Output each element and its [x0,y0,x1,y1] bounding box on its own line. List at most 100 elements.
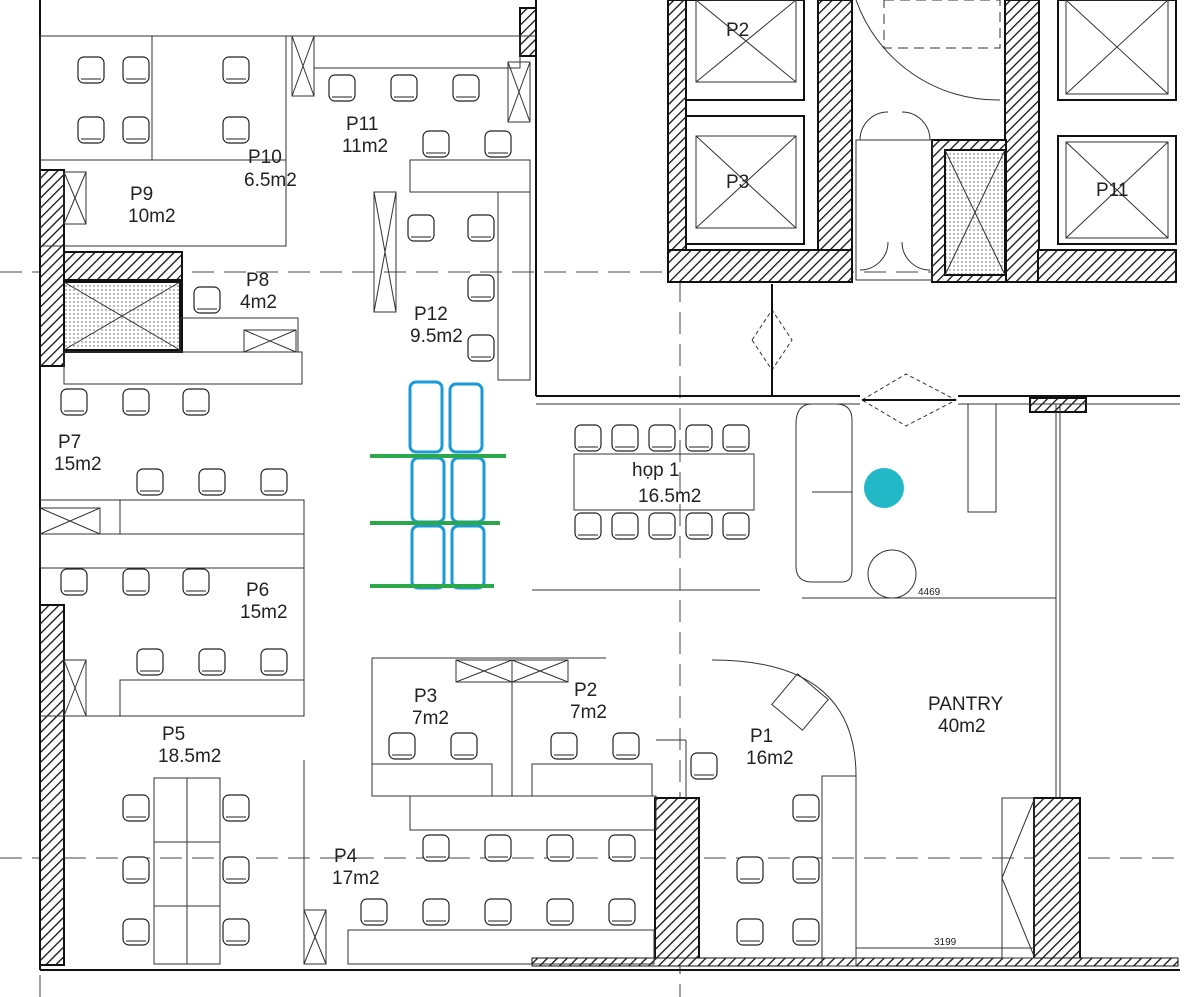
chair [690,752,718,780]
chair [222,794,250,822]
room-labels: P11 11m2 P10 6.5m2 P9 10m2 P8 4m2 P12 9.… [54,114,1004,889]
chair [122,568,150,596]
room-area-p11: 11m2 [342,136,388,157]
chair [77,56,105,84]
room-name-hop1: họp 1 [632,460,680,481]
chair [136,648,164,676]
chair [222,918,250,946]
meeting-furniture [532,403,1056,949]
chair [546,898,574,926]
room-area-p4: 17m2 [332,868,380,889]
chair [222,56,250,84]
chair [422,130,450,158]
cyan-marker [864,468,904,508]
chair [122,56,150,84]
chair [193,286,221,314]
room-name-p7: P7 [58,432,81,453]
chair [122,116,150,144]
chair [60,388,88,416]
room-name-p10: P10 [248,147,282,168]
chair [608,898,636,926]
chair [390,74,418,102]
room-area-p8: 4m2 [240,292,277,313]
chair [608,834,636,862]
room-area-pantry: 40m2 [938,716,986,737]
chair [611,512,639,540]
room-name-p6: P6 [246,580,269,601]
room-name-p8: P8 [246,270,269,291]
elevator-shafts: P2 P3 P11 [685,0,1177,245]
chair [122,388,150,416]
chair [467,274,495,302]
chair [648,424,676,452]
room-area-p3: 7m2 [412,708,449,729]
room-area-p1: 16m2 [746,748,794,769]
chair [467,334,495,362]
chairs [60,56,820,946]
chair [222,856,250,884]
chair [484,130,512,158]
chair [574,512,602,540]
room-name-p1: P1 [750,726,773,747]
chair [198,648,226,676]
highlighted-desks [370,380,506,590]
chair [736,918,764,946]
dimension-3199: 3199 [934,937,957,948]
chair [260,468,288,496]
chair [792,794,820,822]
room-name-p2: P2 [574,680,597,701]
chair [612,732,640,760]
chair [685,512,713,540]
room-name-p11: P11 [346,114,378,135]
room-name-p5: P5 [162,724,185,745]
chair [546,834,574,862]
chair [388,732,416,760]
room-area-p7: 15m2 [54,454,102,475]
dimension-4469: 4469 [918,587,941,598]
chair [792,856,820,884]
grid-lines [0,271,1180,997]
chair [422,898,450,926]
service-shafts [63,149,1006,353]
chair [422,834,450,862]
dimension-labels: 4469 3199 [918,587,957,948]
room-area-p10: 6.5m2 [244,170,297,191]
chair [122,856,150,884]
chair [467,214,495,242]
chair [722,424,750,452]
chair [360,898,388,926]
chair [182,388,210,416]
chair [182,568,210,596]
chair [550,732,578,760]
elevator-label-p2: P2 [726,20,749,41]
room-name-p9: P9 [130,184,153,205]
chair [484,834,512,862]
room-area-p6: 15m2 [240,602,288,623]
partitions [39,35,1035,967]
chair [77,116,105,144]
chair [736,856,764,884]
chair [574,424,602,452]
chair [136,468,164,496]
chair [60,568,88,596]
elevator-label-p11: P11 [1096,180,1128,201]
chair [222,116,250,144]
room-area-hop1: 16.5m2 [638,486,701,507]
chair [611,424,639,452]
room-area-p5: 18.5m2 [158,746,221,767]
elevator-label-p3: P3 [726,172,749,193]
chair [792,918,820,946]
chair [328,74,356,102]
chair [407,214,435,242]
room-area-p2: 7m2 [570,702,607,723]
chair [122,794,150,822]
chair [450,732,478,760]
chair [198,468,226,496]
chair [685,424,713,452]
room-name-pantry: PANTRY [928,694,1004,715]
room-name-p4: P4 [334,846,358,867]
chair [260,648,288,676]
room-area-p9: 10m2 [128,206,176,227]
chair [452,74,480,102]
